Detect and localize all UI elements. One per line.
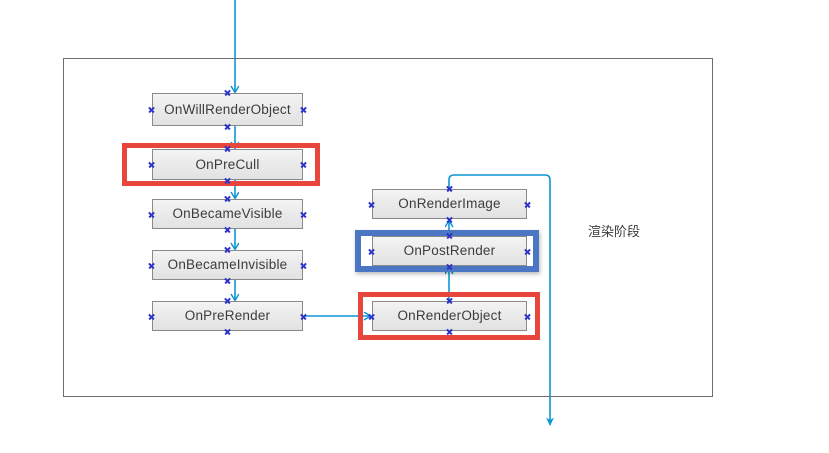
node-on-render-image[interactable]: OnRenderImage xyxy=(372,189,527,219)
node-on-will-render-object[interactable]: OnWillRenderObject xyxy=(152,93,303,126)
node-label: OnRenderObject xyxy=(397,308,502,324)
node-label: OnBecameInvisible xyxy=(167,257,288,273)
node-on-became-invisible[interactable]: OnBecameInvisible xyxy=(152,250,303,280)
node-label: OnBecameVisible xyxy=(172,206,283,222)
node-label: OnPreRender xyxy=(184,308,271,324)
node-label: OnPostRender xyxy=(403,243,496,259)
node-on-pre-render[interactable]: OnPreRender xyxy=(152,301,303,331)
node-on-became-visible[interactable]: OnBecameVisible xyxy=(152,199,303,229)
node-label: OnRenderImage xyxy=(398,196,501,212)
node-on-post-render[interactable]: OnPostRender xyxy=(372,236,527,266)
node-on-render-object[interactable]: OnRenderObject xyxy=(372,301,527,331)
stage-label-render-phase: 渲染阶段 xyxy=(588,224,641,239)
node-label: OnPreCull xyxy=(195,156,260,172)
node-on-pre-cull[interactable]: OnPreCull xyxy=(152,149,303,180)
render-stage-container xyxy=(63,58,713,397)
node-label: OnWillRenderObject xyxy=(164,101,291,117)
